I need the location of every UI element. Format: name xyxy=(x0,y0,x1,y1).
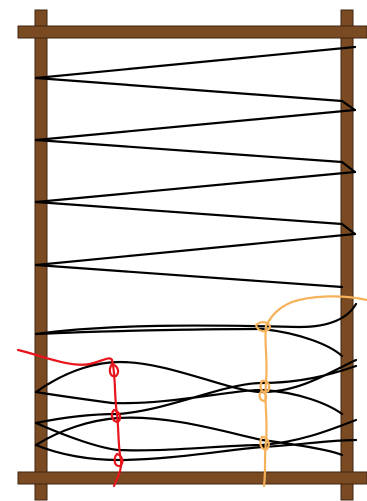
warp-line xyxy=(36,78,342,101)
warp-line xyxy=(36,110,355,140)
warp-line xyxy=(36,172,355,202)
loom-frame xyxy=(18,10,367,500)
orange-thread-main xyxy=(264,326,267,486)
red-knot xyxy=(112,410,120,422)
orange-knot xyxy=(260,391,267,401)
warp-zigzag xyxy=(36,47,355,287)
warp-line xyxy=(36,202,342,224)
woven-thread xyxy=(36,366,356,423)
warp-line xyxy=(36,265,342,287)
bottom-rail xyxy=(18,472,367,484)
warp-line xyxy=(36,47,355,78)
woven-thread xyxy=(36,390,342,414)
warp-line xyxy=(36,234,355,265)
woven-section xyxy=(36,304,356,460)
top-rail xyxy=(18,26,367,38)
right-post xyxy=(341,10,353,500)
woven-thread xyxy=(36,440,356,460)
warp-line xyxy=(36,140,342,162)
woven-thread xyxy=(36,329,342,356)
red-thread-lead xyxy=(18,350,112,365)
